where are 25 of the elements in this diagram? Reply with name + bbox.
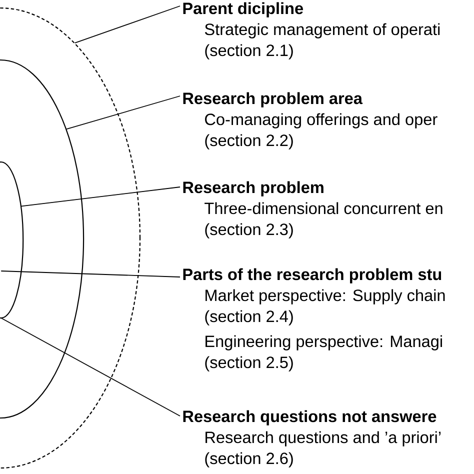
description-text: (section 2.6) (205, 452, 293, 468)
leader-line (0, 318, 180, 416)
ring (0, 7, 141, 469)
description-text: Engineering perspective: Managi (206, 335, 442, 350)
description-text: Market perspective: Supply chain (206, 289, 445, 304)
ring (0, 161, 24, 319)
description-text: Strategic management of operati (204, 23, 440, 38)
leader-line (74, 6, 180, 44)
heading: Research problem (183, 181, 324, 196)
heading: Research questions not answere (183, 410, 436, 426)
description-text: (section 2.5) (205, 356, 293, 372)
description-text: (section 2.4) (205, 310, 293, 326)
leader-line (21, 186, 180, 207)
leader-line (0, 270, 180, 278)
ring (0, 59, 84, 419)
description-text: Co-managing offerings and oper (205, 113, 438, 128)
leader-line (66, 96, 180, 130)
description-text: (section 2.1) (205, 44, 293, 60)
heading: Parent dicipline (183, 2, 304, 18)
description-text: Three-dimensional concurrent en (204, 202, 442, 214)
description-text: (section 2.2) (205, 134, 293, 150)
heading: Research problem area (183, 92, 363, 108)
description-text: (section 2.3) (205, 223, 293, 238)
description-text: Research questions and ’a priori’ (206, 431, 441, 446)
heading: Parts of the research problem stu (183, 268, 442, 284)
